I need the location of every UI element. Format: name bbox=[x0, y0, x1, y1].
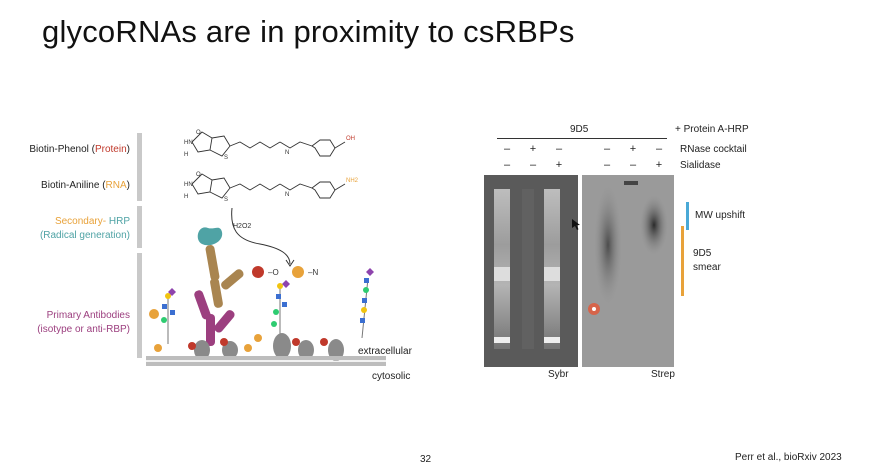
rnase-symbol: – bbox=[603, 143, 611, 155]
primary-antibodies-label: Primary Antibodies (isotype or anti-RBP) bbox=[18, 309, 130, 337]
sialidase-symbol: – bbox=[629, 159, 637, 171]
gel-image bbox=[484, 175, 674, 367]
paren-close: ) bbox=[126, 144, 130, 155]
sybr-band bbox=[544, 337, 560, 343]
page-number: 32 bbox=[420, 454, 432, 465]
primary-line2: (isotype or anti-RBP) bbox=[37, 324, 130, 335]
membrane-proteins bbox=[194, 333, 344, 361]
strep-lane-1 bbox=[594, 185, 622, 305]
h-atom: H bbox=[184, 152, 188, 158]
rna-target: RNA bbox=[105, 180, 127, 191]
reaction-arrow bbox=[231, 207, 291, 265]
sybr-lane-2 bbox=[522, 189, 534, 349]
radical-n-label: –N bbox=[308, 268, 318, 277]
s-atom: S bbox=[224, 155, 228, 161]
sialidase-symbol: + bbox=[555, 159, 563, 171]
sybr-band bbox=[494, 267, 510, 281]
primary-line1: Primary Antibodies bbox=[46, 310, 130, 321]
rnase-symbol: + bbox=[629, 143, 637, 155]
cell-membrane bbox=[146, 356, 386, 366]
secondary-text: Secondary- bbox=[54, 216, 107, 227]
nh2-label: NH2 bbox=[346, 178, 359, 184]
paren-open: ( bbox=[99, 180, 106, 191]
secondary-hrp-label: Secondary- HRP (Radical generation) bbox=[18, 215, 130, 243]
rnase-symbol: + bbox=[529, 143, 537, 155]
antibody-label: 9D5 bbox=[570, 124, 589, 135]
hn-atom: HN bbox=[184, 140, 193, 146]
o-atom: O bbox=[196, 172, 201, 178]
arrow-head bbox=[285, 259, 295, 267]
strep-label: Strep bbox=[651, 369, 675, 380]
header-line bbox=[497, 138, 667, 139]
protein-target: Protein bbox=[94, 144, 127, 155]
sialidase-label: Sialidase bbox=[680, 160, 721, 171]
primary-antibody bbox=[194, 290, 235, 346]
slide-title: glycoRNAs are in proximity to csRBPs bbox=[42, 14, 575, 49]
paren-open: ( bbox=[88, 144, 95, 155]
protein-radical bbox=[252, 266, 264, 278]
labeled-sites bbox=[188, 334, 328, 352]
glycan-tree-right bbox=[360, 268, 374, 339]
rnase-symbol: – bbox=[555, 143, 563, 155]
paren-close: ) bbox=[126, 180, 130, 191]
biotin-phenol-label: Biotin-Phenol (Protein) bbox=[18, 143, 130, 157]
bracket-bar-biotin bbox=[137, 133, 142, 201]
smear-bar bbox=[681, 226, 684, 296]
sialidase-symbol: + bbox=[655, 159, 663, 171]
h2o2-label: H2O2 bbox=[233, 223, 251, 230]
protein-a-hrp-label: + Protein A-HRP bbox=[675, 124, 749, 135]
sybr-band bbox=[494, 337, 510, 343]
mw-upshift-label: MW upshift bbox=[695, 210, 746, 221]
biotin-aniline-structure bbox=[191, 173, 346, 199]
biotin-phenol-name: Biotin-Phenol bbox=[29, 144, 89, 155]
strep-well bbox=[624, 181, 638, 185]
labeling-schematic: O HN H S N OH O HN H S N NH2 H2O2 –O –N bbox=[146, 130, 386, 366]
hrp-text: HRP bbox=[106, 216, 130, 227]
rnase-symbol: – bbox=[655, 143, 663, 155]
hrp-enzyme bbox=[197, 227, 223, 246]
oh-label: OH bbox=[346, 136, 355, 142]
cytosolic-label: cytosolic bbox=[372, 371, 411, 382]
glycan-tree-middle bbox=[271, 280, 290, 340]
hn-atom: HN bbox=[184, 182, 193, 188]
panel-divider bbox=[578, 175, 582, 367]
bracket-bar-primary bbox=[137, 253, 142, 358]
s-atom: S bbox=[224, 197, 228, 203]
cursor-dot bbox=[592, 307, 596, 311]
sialidase-symbol: – bbox=[503, 159, 511, 171]
sialidase-symbol: – bbox=[603, 159, 611, 171]
radical-generation-text: (Radical generation) bbox=[39, 230, 130, 241]
rna-radical bbox=[292, 266, 304, 278]
o-atom: O bbox=[196, 130, 201, 136]
biotin-aniline-name: Biotin-Aniline bbox=[41, 180, 100, 191]
h-atom: H bbox=[184, 194, 188, 200]
glycan-tree-left bbox=[149, 288, 176, 352]
extracellular-label: extracellular bbox=[358, 346, 412, 357]
sialidase-symbol: – bbox=[529, 159, 537, 171]
bracket-bar-secondary bbox=[137, 206, 142, 248]
strep-lane-3 bbox=[640, 195, 668, 255]
secondary-antibody bbox=[205, 245, 244, 308]
biotin-phenol-structure bbox=[191, 131, 346, 157]
sybr-label: Sybr bbox=[548, 369, 569, 380]
citation: Perr et al., bioRxiv 2023 bbox=[735, 452, 842, 463]
mouse-pointer-icon bbox=[572, 219, 580, 230]
sybr-band bbox=[544, 267, 560, 281]
smear-label-line1: 9D5 bbox=[693, 248, 712, 259]
n-atom: N bbox=[285, 150, 289, 156]
mw-upshift-bar bbox=[686, 202, 689, 230]
n-atom: N bbox=[285, 192, 289, 198]
radical-o-label: –O bbox=[268, 268, 279, 277]
smear-label-line2: smear bbox=[693, 262, 721, 273]
biotin-aniline-label: Biotin-Aniline (RNA) bbox=[18, 179, 130, 193]
rnase-symbol: – bbox=[503, 143, 511, 155]
rnase-cocktail-label: RNase cocktail bbox=[680, 144, 747, 155]
smear-label: 9D5 smear bbox=[693, 247, 721, 275]
